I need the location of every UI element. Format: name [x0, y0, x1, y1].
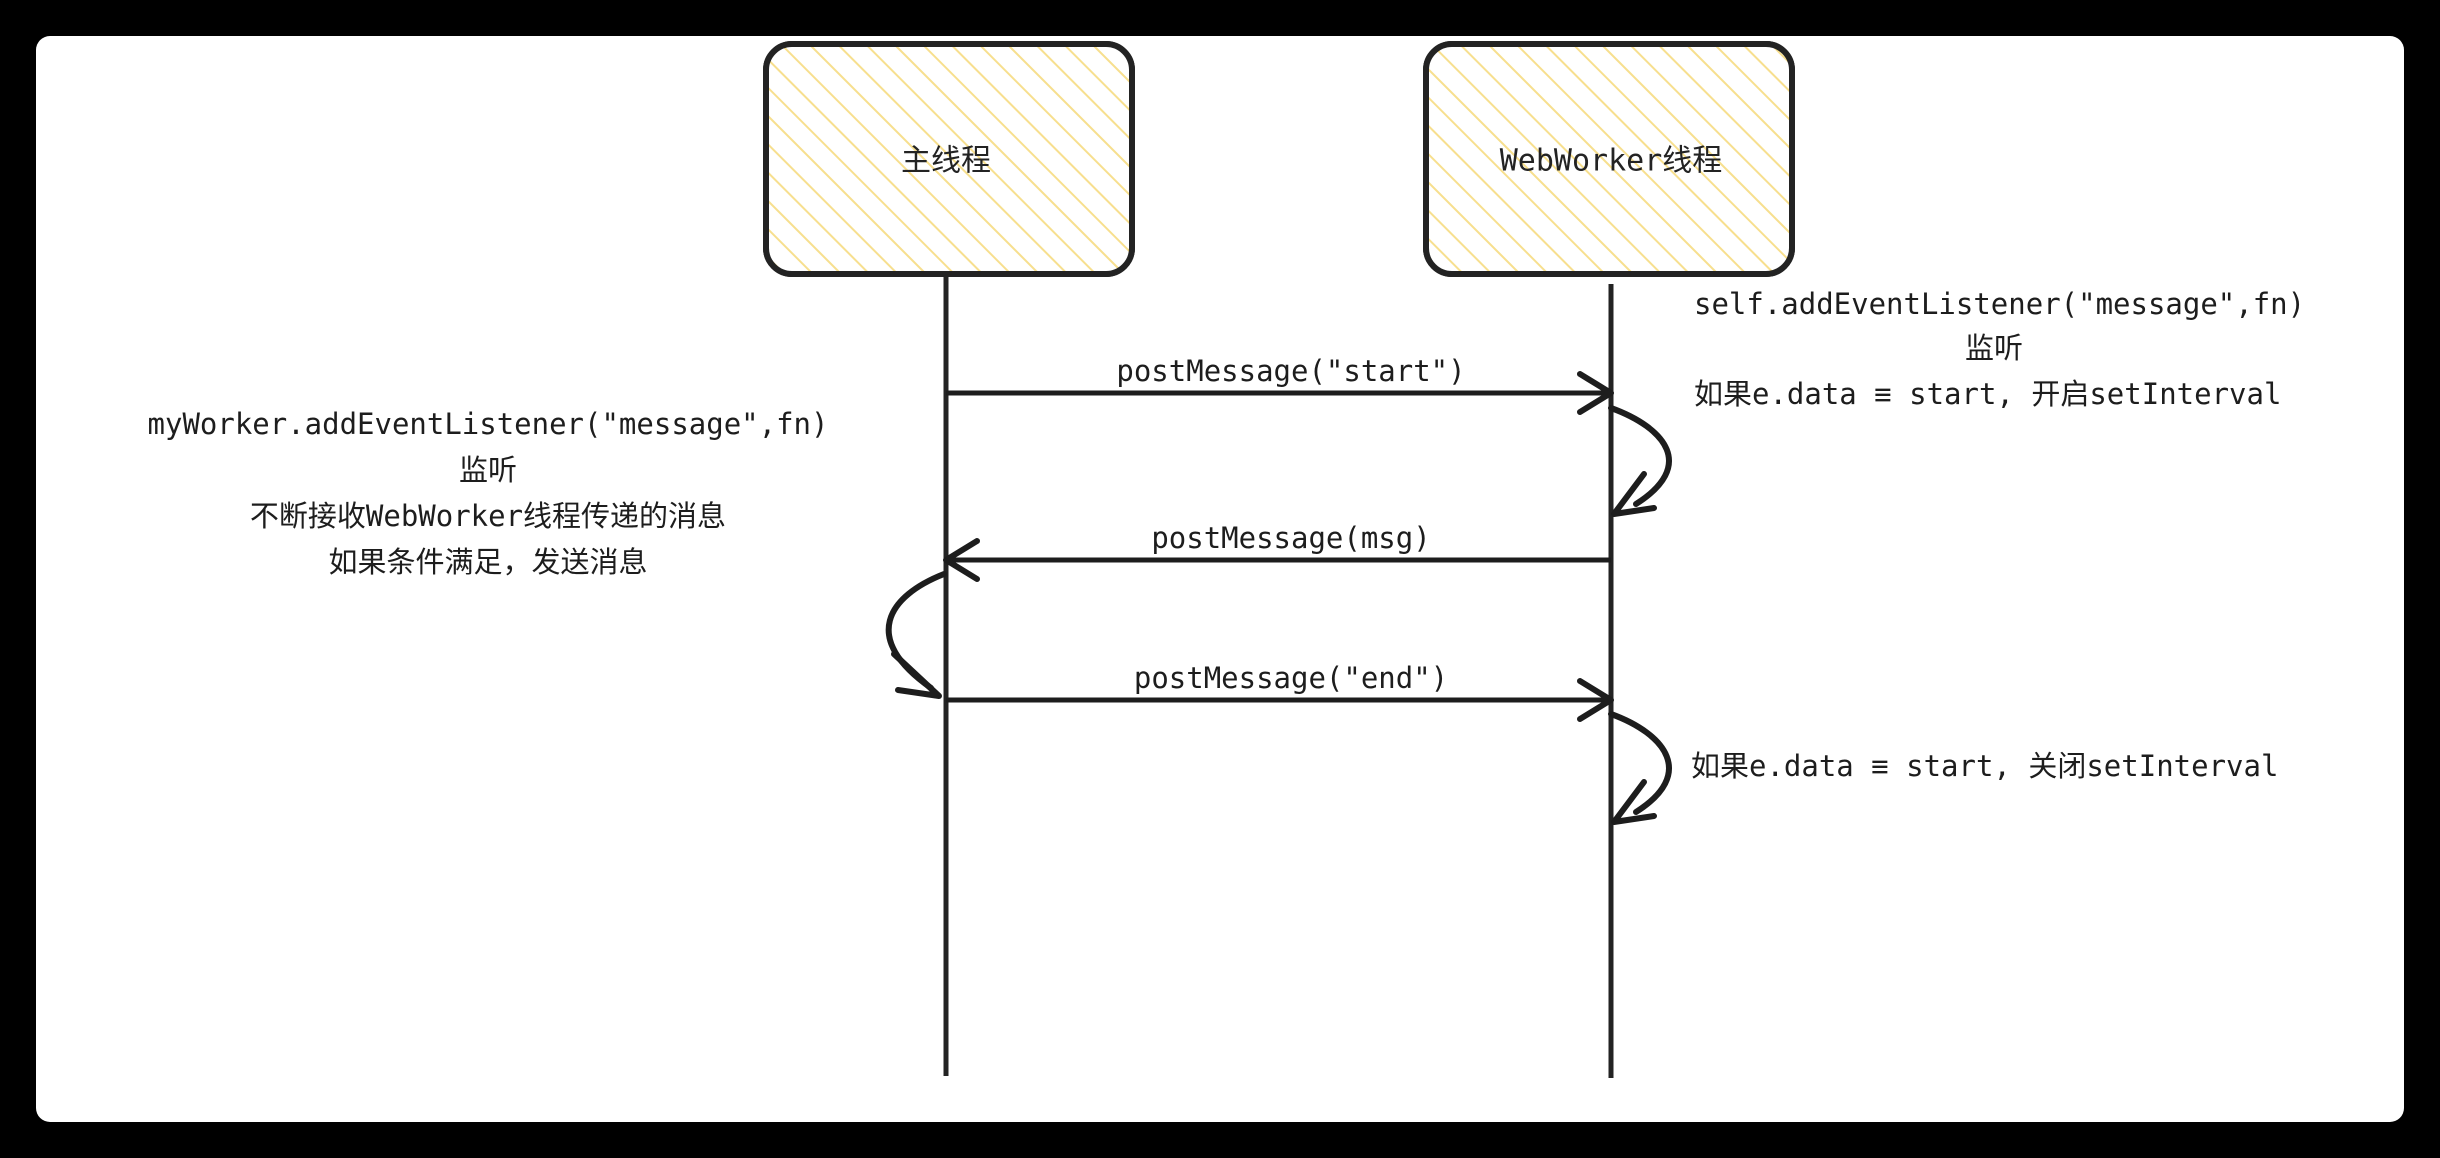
lifelines [943, 274, 1614, 1078]
self-loop-worker-start [1608, 405, 1672, 517]
self-loop-path-worker-end [1608, 711, 1672, 815]
note-worker-start: self.addEventListener("message",fn) 监听 如… [1694, 287, 2305, 411]
arrowhead-self-loop-worker-end [1611, 779, 1657, 825]
participant-label-worker: WebWorker线程 [1500, 144, 1723, 179]
note-main-listener-line-3: 不断接收WebWorker线程传递的消息 [250, 499, 726, 533]
diagram-canvas: 主线程 WebWorker线程 postMessage("start") sel… [36, 36, 2404, 1122]
arrowhead-self-loop-main [891, 651, 942, 699]
self-loop-worker-end [1608, 711, 1672, 825]
note-worker-start-line-3: 如果e.data ≡ start, 开启setInterval [1694, 377, 2281, 411]
note-main-listener-line-2: 监听 [459, 453, 517, 487]
note-main-listener-line-4: 如果条件满足，发送消息 [328, 545, 647, 579]
participant-main[interactable]: 主线程 [763, 41, 1135, 277]
sequence-diagram: 主线程 WebWorker线程 postMessage("start") sel… [148, 41, 2305, 1078]
participant-box-worker-hatch [1423, 41, 1795, 277]
self-loop-main [885, 571, 947, 699]
message-post-end[interactable]: postMessage("end") [946, 661, 1614, 722]
participant-box-main-hatch [763, 41, 1135, 277]
note-main-listener: myWorker.addEventListener("message",fn) … [148, 407, 829, 579]
note-worker-end: 如果e.data ≡ start, 关闭setInterval [1691, 749, 2278, 783]
message-label-post-start: postMessage("start") [1116, 354, 1465, 388]
note-worker-start-line-1: self.addEventListener("message",fn) [1694, 287, 2305, 321]
message-post-msg[interactable]: postMessage(msg) [943, 521, 1611, 582]
participant-label-main: 主线程 [901, 144, 991, 179]
participant-worker[interactable]: WebWorker线程 [1423, 41, 1795, 277]
note-worker-end-line-1: 如果e.data ≡ start, 关闭setInterval [1691, 749, 2278, 783]
arrowhead-self-loop-worker-start [1611, 471, 1657, 517]
message-post-start[interactable]: postMessage("start") [946, 354, 1614, 415]
arrowhead-post-msg [943, 538, 980, 582]
message-label-post-msg: postMessage(msg) [1151, 521, 1430, 555]
message-label-post-end: postMessage("end") [1134, 661, 1448, 695]
arrowhead-post-start [1577, 371, 1614, 415]
note-main-listener-line-1: myWorker.addEventListener("message",fn) [148, 407, 829, 441]
note-worker-start-line-2: 监听 [1965, 331, 2023, 365]
self-loop-path-worker-start [1608, 405, 1672, 507]
arrowhead-post-end [1577, 678, 1614, 722]
